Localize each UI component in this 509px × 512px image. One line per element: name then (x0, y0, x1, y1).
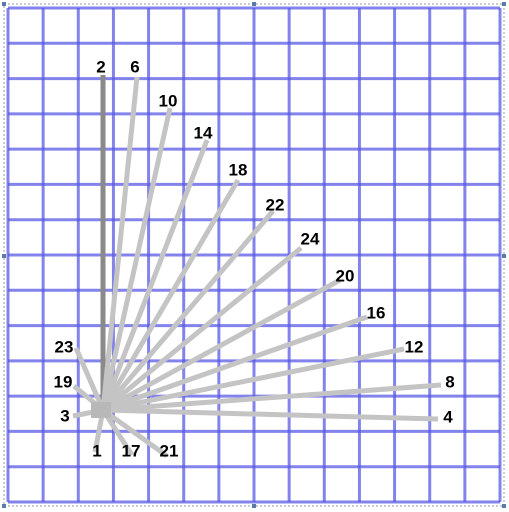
spoke-line-14[interactable] (100, 139, 210, 411)
spoke-line-21[interactable] (101, 407, 169, 459)
node-label-22[interactable]: 22 (266, 195, 285, 214)
node-label-1[interactable]: 1 (92, 441, 101, 460)
node-label-18[interactable]: 18 (229, 160, 248, 179)
hub-node[interactable] (91, 402, 111, 418)
spoke-line-24[interactable] (101, 246, 303, 412)
node-label-14[interactable]: 14 (194, 123, 213, 142)
node-label-6[interactable]: 6 (130, 57, 139, 76)
spoke-line-18[interactable] (100, 178, 241, 412)
spoke-line-4[interactable] (102, 407, 439, 422)
spoke-line-16[interactable] (102, 314, 368, 413)
node-label-21[interactable]: 21 (160, 441, 179, 460)
node-label-3[interactable]: 3 (60, 406, 69, 425)
resize-handle[interactable] (2, 504, 6, 508)
node-label-24[interactable]: 24 (301, 229, 320, 248)
node-label-10[interactable]: 10 (159, 91, 178, 110)
spoke-line-23[interactable] (73, 347, 106, 411)
resize-handles (2, 2, 506, 508)
resize-handle[interactable] (252, 504, 256, 508)
spoke-line-12[interactable] (102, 346, 405, 413)
spoke-line-20[interactable] (101, 277, 342, 413)
node-label-2[interactable]: 2 (96, 57, 105, 76)
node-label-20[interactable]: 20 (336, 266, 355, 285)
node-label-16[interactable]: 16 (367, 303, 386, 322)
resize-handle[interactable] (252, 2, 256, 6)
spoke-line-8[interactable] (102, 382, 442, 413)
resize-handle[interactable] (502, 504, 506, 508)
grid (6, 6, 502, 504)
spoke-line-10[interactable] (100, 107, 173, 411)
spoke-line-22[interactable] (101, 209, 275, 412)
spoke-lines (72, 75, 442, 459)
resize-handle[interactable] (502, 2, 506, 6)
node-label-12[interactable]: 12 (405, 337, 424, 356)
node-label-17[interactable]: 17 (122, 441, 141, 460)
node-label-4[interactable]: 4 (443, 407, 453, 426)
spoke-line-6[interactable] (100, 76, 140, 411)
resize-handle[interactable] (2, 254, 6, 258)
resize-handle[interactable] (502, 254, 506, 258)
resize-handle[interactable] (2, 2, 6, 6)
node-label-23[interactable]: 23 (55, 337, 74, 356)
node-label-8[interactable]: 8 (445, 372, 454, 391)
node-label-19[interactable]: 19 (54, 372, 73, 391)
